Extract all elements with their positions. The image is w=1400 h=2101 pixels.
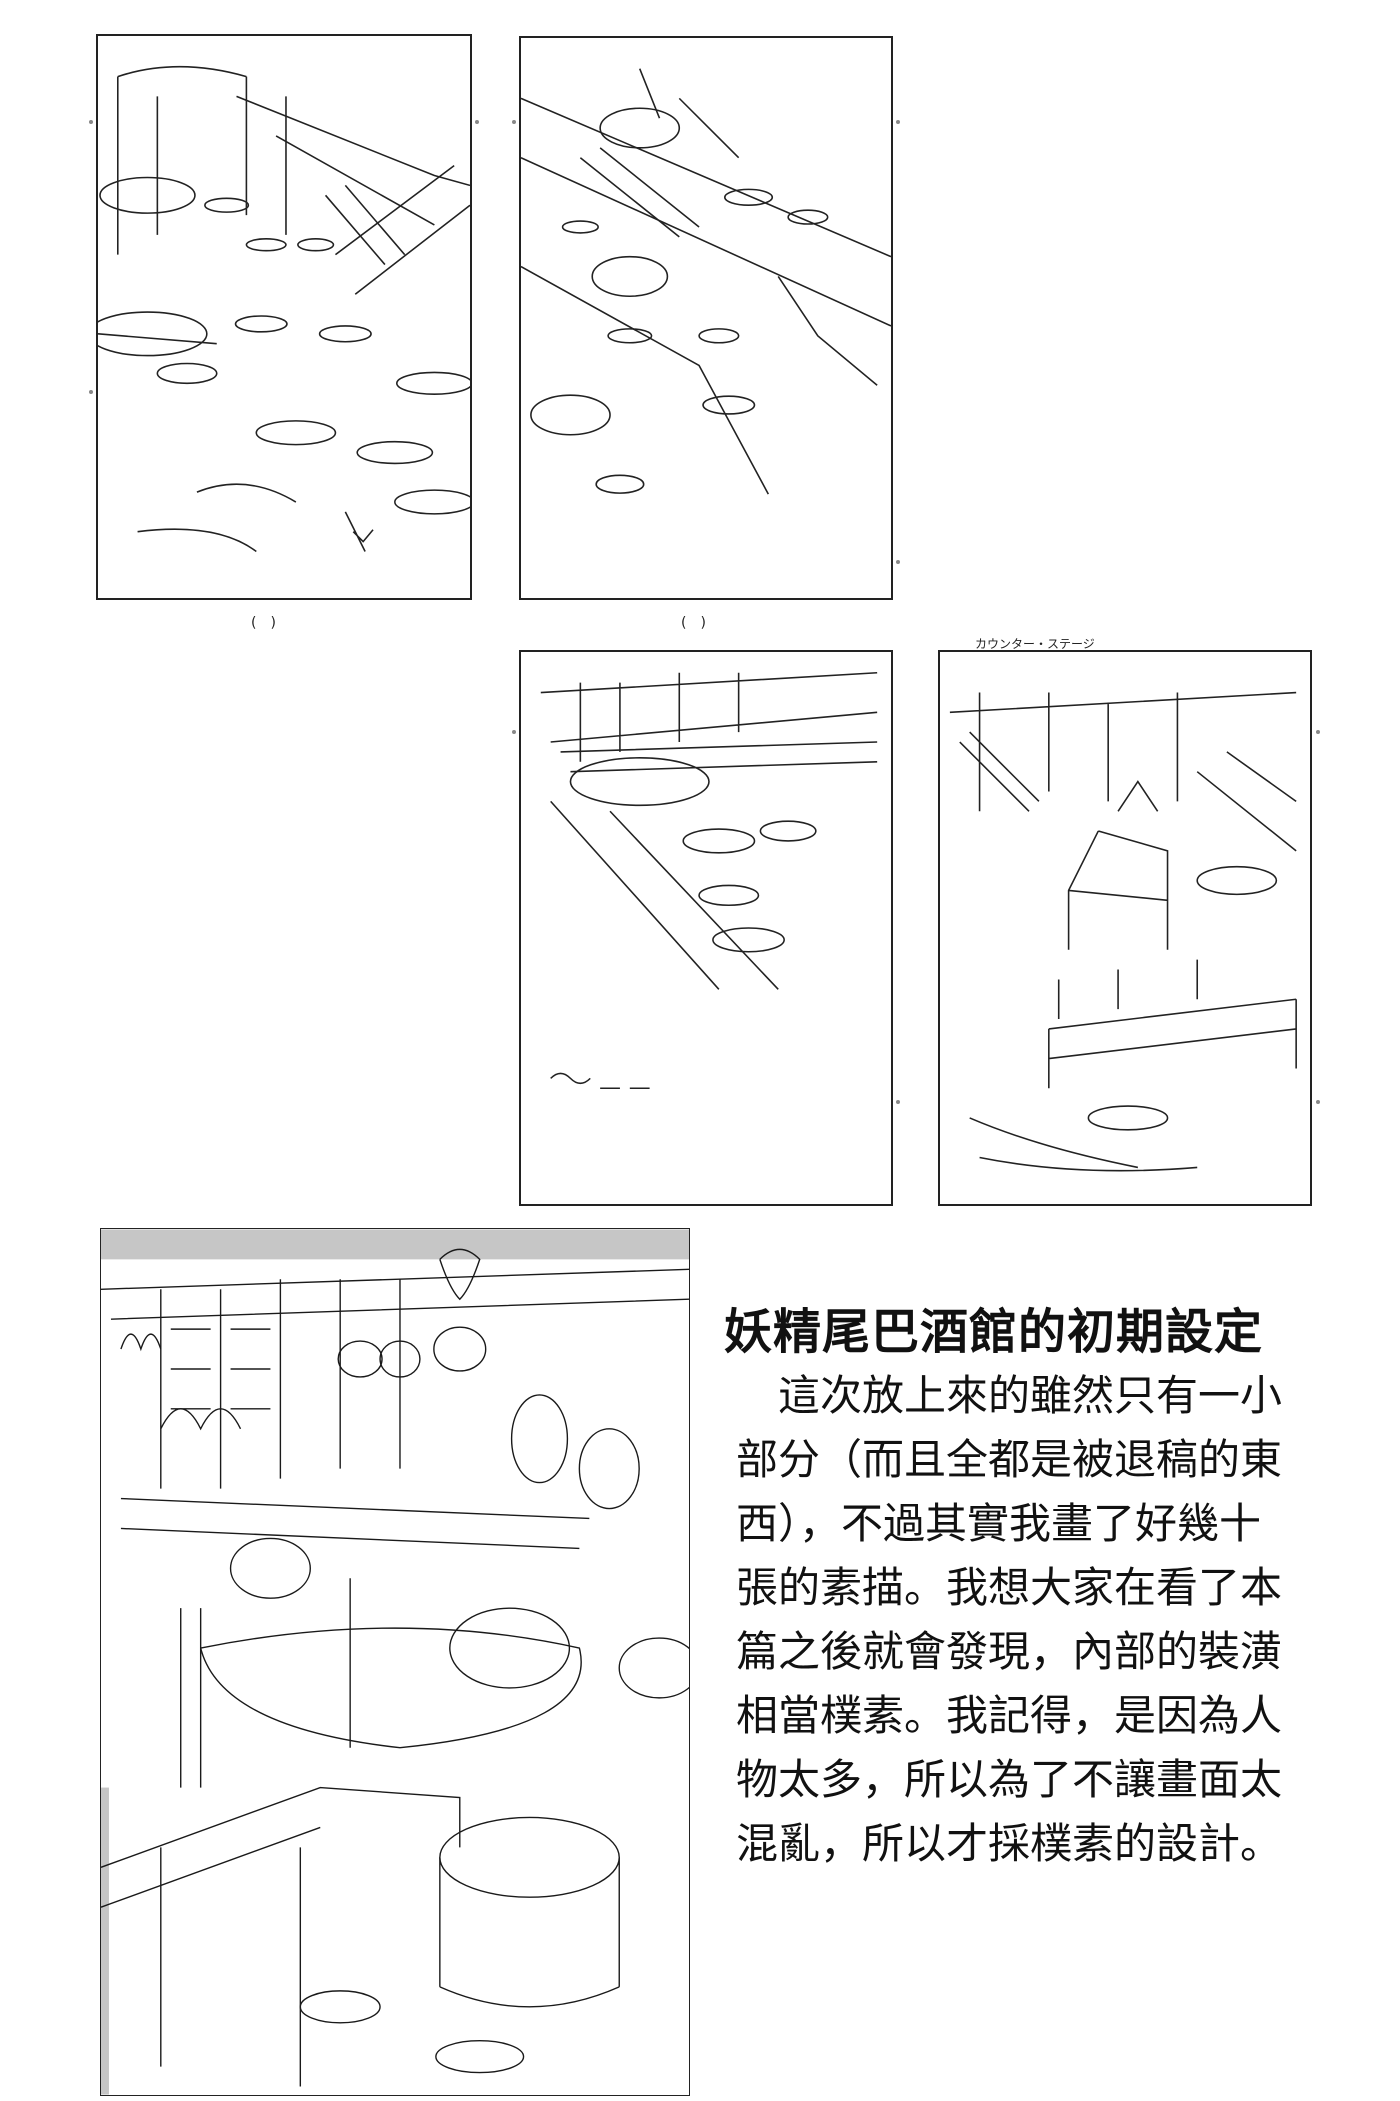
sketch-panel-bottom-detailed (100, 1228, 690, 2096)
registration-mark (475, 120, 479, 124)
page-title: 妖精尾巴酒館的初期設定 (724, 1304, 1264, 1360)
registration-mark (1316, 1100, 1320, 1104)
body-line: 這次放上來的雖然只有一小 (778, 1371, 1283, 1420)
registration-mark (896, 120, 900, 124)
body-line: 物太多，所以為了不讓畫面太 (736, 1755, 1283, 1804)
registration-mark (512, 730, 516, 734)
counter-stage-sketch (949, 691, 1297, 1172)
body-line: 混亂，所以才採樸素的設計。 (736, 1819, 1283, 1868)
body-line: 相當樸素。我記得，是因為人 (736, 1691, 1283, 1740)
tavern-detail-illustration (101, 1229, 689, 2095)
registration-mark (89, 390, 93, 394)
sketch-panel-middle-left (519, 650, 893, 1206)
panel-caption-right: ( ) (681, 615, 706, 631)
registration-mark (1316, 730, 1320, 734)
body-line: 部分（而且全都是被退稿的東 (736, 1435, 1283, 1484)
registration-mark (512, 120, 516, 124)
body-paragraph: 這次放上來的雖然只有一小 部分（而且全都是被退稿的東 西），不過其實我畫了好幾十… (736, 1364, 1296, 1876)
tavern-overview-sketch-right (521, 68, 891, 495)
bar-interior-sketch (540, 671, 878, 1090)
registration-mark (896, 560, 900, 564)
sketch-panel-top-left (96, 34, 472, 600)
body-line: 西），不過其實我畫了好幾十 (736, 1499, 1262, 1548)
registration-mark (89, 120, 93, 124)
registration-mark (896, 1100, 900, 1104)
body-line: 張的素描。我想大家在看了本 (736, 1563, 1283, 1612)
sketch-panel-top-right (519, 36, 893, 600)
sketch-panel-middle-right (938, 650, 1312, 1206)
tavern-overview-sketch-left (98, 65, 470, 553)
panel-caption-left: ( ) (251, 615, 276, 631)
body-line: 篇之後就會發現，內部的裝潢 (736, 1627, 1283, 1676)
counter-stage-label: カウンター・ステージ (975, 637, 1095, 651)
